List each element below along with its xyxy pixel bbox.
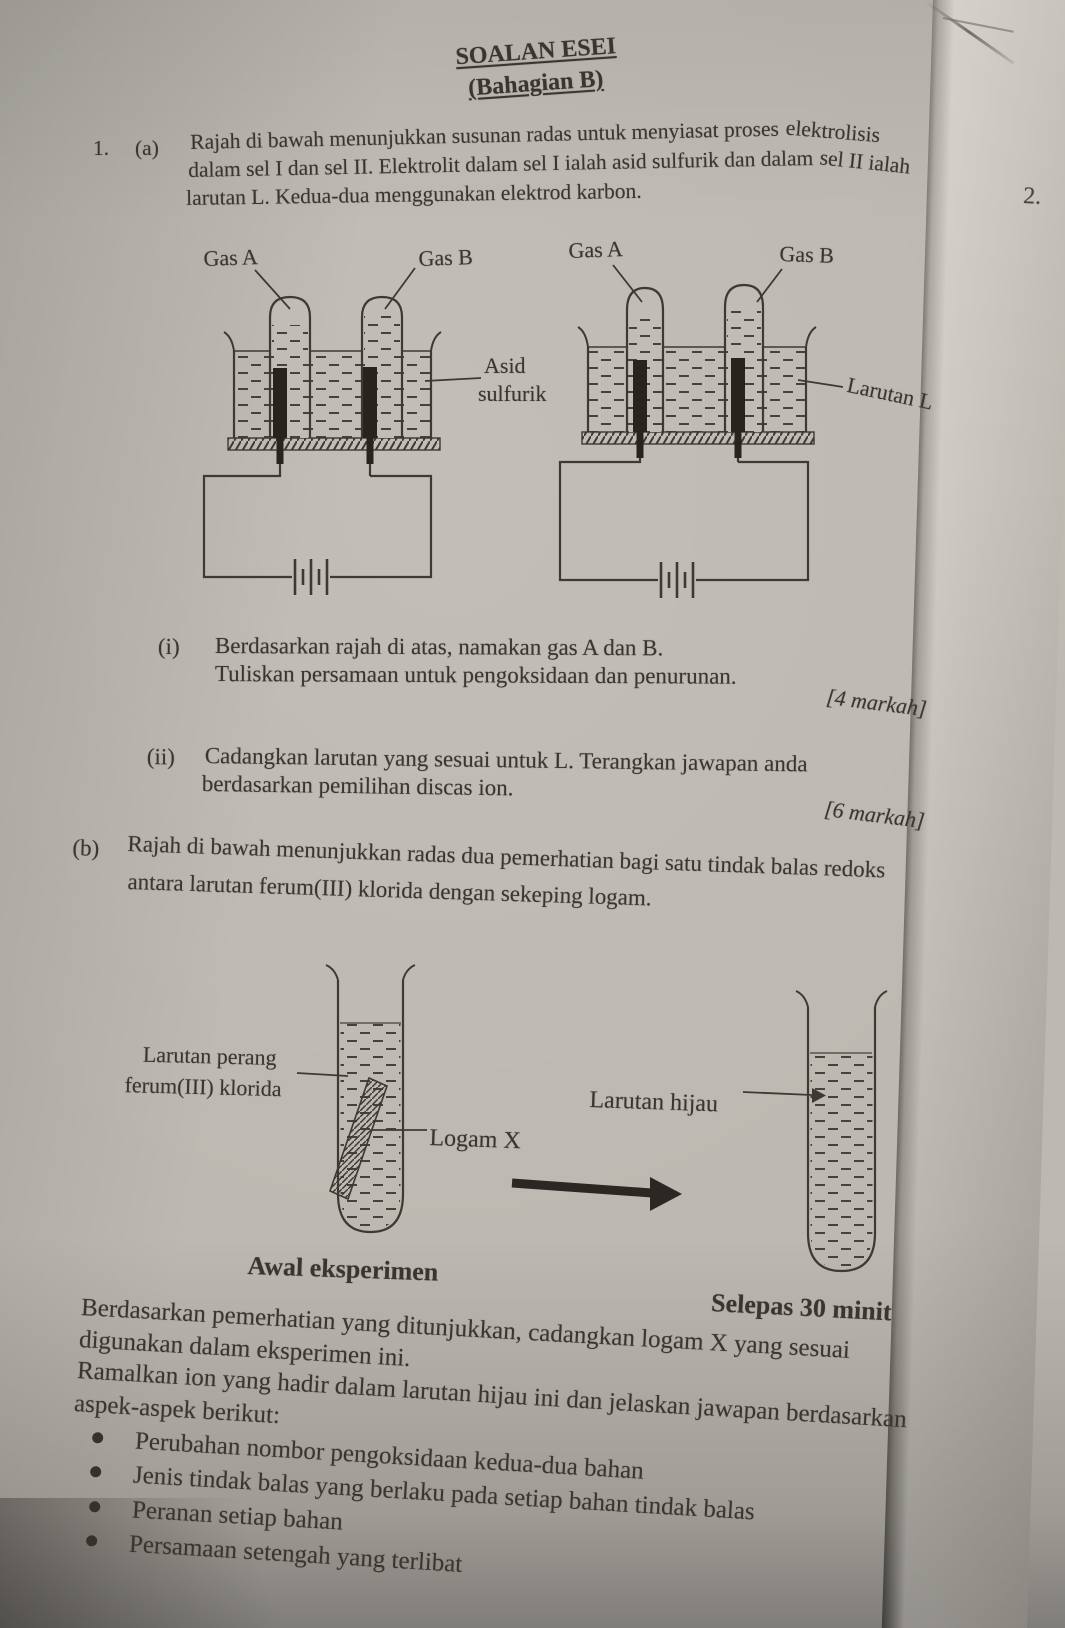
cell1-gas-b-label: Gas B xyxy=(418,244,474,271)
metal-strip xyxy=(329,1076,388,1201)
cell2-battery xyxy=(659,562,695,598)
cell1-beaker xyxy=(223,331,442,451)
test-tube-start xyxy=(296,964,427,1234)
cell2-gas-b-leader xyxy=(756,268,783,303)
cell1-base xyxy=(227,437,441,451)
cell1-circuit xyxy=(202,464,433,595)
bullet-dot xyxy=(85,1534,98,1547)
part-a-line-3: larutan L. Kedua-dua menggunakan elektro… xyxy=(186,178,642,210)
cell1-electrode-right xyxy=(363,367,377,464)
green-solution xyxy=(810,1053,873,1269)
green-solution-label: Larutan hijau xyxy=(589,1086,719,1118)
adjacent-page-number: 2. xyxy=(1022,182,1042,210)
part-i-line-2: Tuliskan persamaan untuk pengoksidaan da… xyxy=(214,661,737,689)
part-a-line-1-tail: elektrolisis xyxy=(784,115,881,148)
cell2-electrode-left xyxy=(633,360,647,458)
cell1-gas-a-leader xyxy=(254,269,291,310)
cell-1-diagram xyxy=(202,267,482,595)
cell2-gas-a-leader xyxy=(612,264,643,303)
question-number: 1. xyxy=(93,136,110,160)
cell2-solution-liquid xyxy=(588,347,806,432)
part-b-line-2: antara larutan ferum(III) klorida dengan… xyxy=(127,868,653,911)
bullet-dot xyxy=(89,1465,102,1478)
brown-solution-label-1: Larutan perang xyxy=(142,1041,277,1071)
bullet-dot xyxy=(91,1431,104,1444)
test-tube-end xyxy=(742,990,888,1273)
caption-after-30-minutes: Selepas 30 minit xyxy=(710,1288,893,1327)
cell2-beaker xyxy=(577,326,817,445)
cell2-gas-b-label: Gas B xyxy=(779,241,835,268)
reaction-arrow xyxy=(511,1177,682,1211)
cell2-base xyxy=(581,431,815,445)
part-a-line-2-tail: sel II ialah xyxy=(818,145,912,179)
cell2-circuit xyxy=(558,458,810,598)
cell2-gas-a-label: Gas A xyxy=(568,236,624,263)
part-i-label: (i) xyxy=(157,634,180,660)
cell1-electrolyte-label-1: Asid xyxy=(484,353,526,378)
green-label-leader xyxy=(742,1088,826,1103)
part-ii-line-2: berdasarkan pemilihan discas ion. xyxy=(201,770,514,801)
part-b-label: (b) xyxy=(72,834,100,861)
part-a-label: (a) xyxy=(135,136,159,160)
cell2-electrode-right xyxy=(731,358,745,458)
part-ii-label: (ii) xyxy=(146,743,176,770)
cell1-battery xyxy=(293,559,329,595)
cell1-electrolyte-label-2: sulfurik xyxy=(478,381,547,406)
page-corner-shadow xyxy=(0,1498,360,1628)
brown-solution-label-2: ferum(III) klorida xyxy=(124,1072,282,1102)
cell2-solution-leader xyxy=(797,379,844,388)
bullet-dot xyxy=(88,1500,101,1513)
cell-2-diagram xyxy=(558,264,844,598)
cell1-gas-a-label: Gas A xyxy=(203,244,259,271)
metal-x-label: Logam X xyxy=(429,1124,522,1155)
experiment-diagram xyxy=(296,964,888,1273)
part-i-line-1: Berdasarkan rajah di atas, namakan gas A… xyxy=(214,633,664,661)
cell1-electrolyte-leader xyxy=(424,377,482,382)
brown-label-leader xyxy=(296,1072,349,1077)
cell1-electrode-left xyxy=(273,368,287,464)
cell1-gas-b-leader xyxy=(384,267,416,310)
